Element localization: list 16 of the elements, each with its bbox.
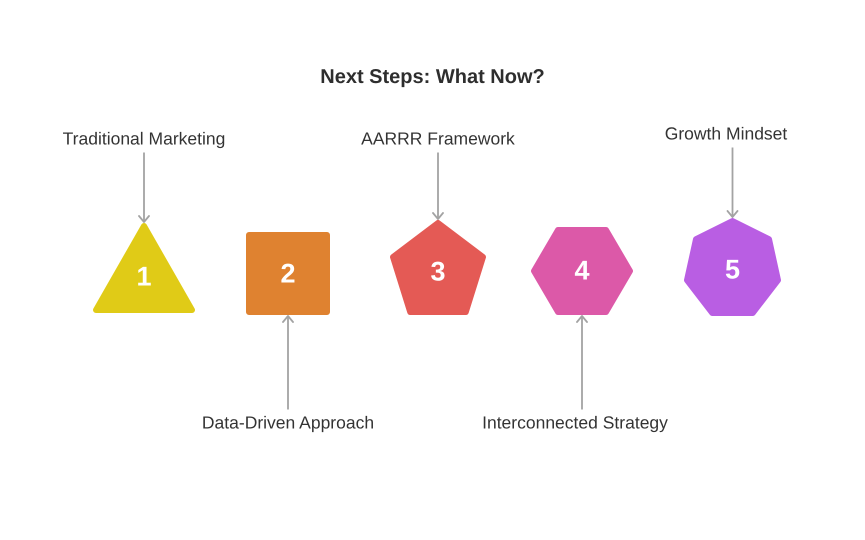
step-number: 5	[724, 256, 740, 284]
step-number: 1	[136, 264, 152, 290]
arrow	[576, 315, 588, 410]
step-label: AARRR Framework	[361, 128, 515, 150]
step-number: 4	[574, 258, 590, 284]
arrow	[138, 152, 150, 223]
step-label: Interconnected Strategy	[482, 412, 668, 434]
arrow	[282, 315, 294, 410]
diagram-title: Next Steps: What Now?	[320, 66, 545, 89]
step-label: Growth Mindset	[664, 124, 788, 144]
step-number: 2	[280, 260, 296, 287]
step-label: Data-Driven Approach	[202, 412, 374, 434]
step-label: Traditional Marketing	[62, 128, 226, 150]
step-number: 3	[430, 258, 446, 286]
arrow	[432, 152, 444, 220]
arrow	[726, 148, 738, 218]
